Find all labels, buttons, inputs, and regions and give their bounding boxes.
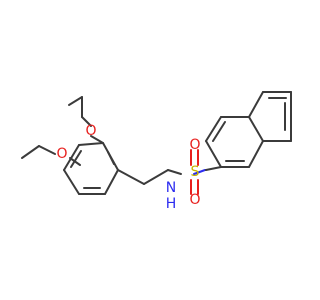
molecule-structure: O O S O O N H [21,91,292,212]
ethoxy-group-upper [68,96,92,127]
ethylene-linker [117,169,182,185]
naphthalene-ring-right [248,91,292,142]
naphthalene-ring-left [205,116,264,168]
atom-hydrogen: H [166,196,177,212]
benzene-ring [63,142,119,195]
atom-oxygen-upper: O [85,123,96,139]
atom-sulfur: S [191,164,200,180]
bond-n-s [193,169,206,175]
ethoxy-group-lower [21,145,56,159]
bond-s-naphthalene [205,166,222,171]
atom-oxygen-lower: O [56,146,67,162]
atom-nitrogen: N [166,180,176,196]
bond-o-upper-ring [90,135,104,144]
atom-oxygen-sulfonyl-top: O [189,137,200,153]
atom-oxygen-sulfonyl-bottom: O [189,192,200,208]
